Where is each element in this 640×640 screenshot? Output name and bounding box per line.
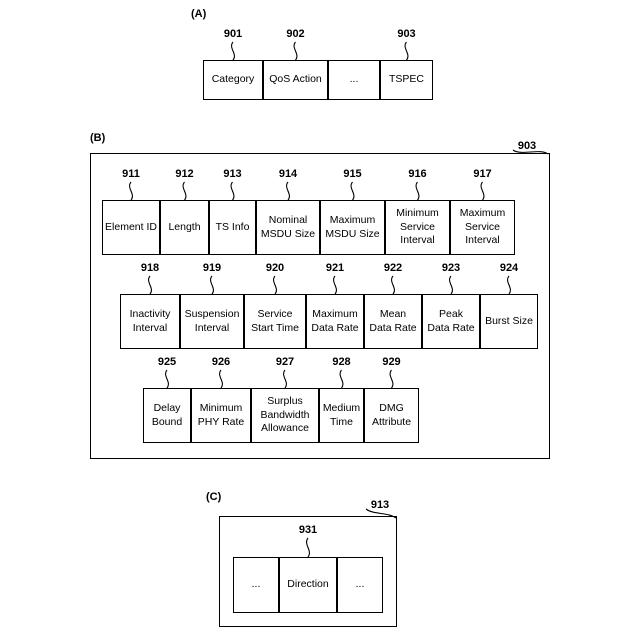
field-ref-number: 914	[279, 169, 297, 180]
field-box: Delay Bound	[143, 388, 191, 443]
field-ref-number: 918	[141, 263, 159, 274]
leader-line	[405, 42, 408, 60]
field-ref-number: 926	[212, 357, 230, 368]
field-box: Maximum Data Rate	[306, 294, 364, 349]
leader-line	[307, 538, 310, 557]
field-box: TS Info	[209, 200, 256, 255]
field-ref-number: 928	[332, 357, 350, 368]
field-box: Minimum PHY Rate	[191, 388, 251, 443]
leader-line	[294, 42, 297, 60]
field-box: Maximum Service Interval	[450, 200, 515, 255]
field-ref-number: 919	[203, 263, 221, 274]
field-box: Inactivity Interval	[120, 294, 180, 349]
field-box: Medium Time	[319, 388, 364, 443]
leader-line	[166, 370, 169, 388]
field-box: Suspension Interval	[180, 294, 244, 349]
leader-line	[334, 276, 337, 294]
field-ref-number: 911	[122, 169, 140, 180]
field-ref-number: 916	[408, 169, 426, 180]
leader-line	[274, 276, 277, 294]
frame-leader-line	[513, 150, 548, 154]
leader-line	[481, 182, 484, 200]
field-box: Category	[203, 60, 263, 100]
field-ref-number: 927	[276, 357, 294, 368]
field-box: ...	[337, 557, 383, 613]
leader-line	[149, 276, 152, 294]
field-box: Service Start Time	[244, 294, 306, 349]
leader-line	[130, 182, 133, 200]
leader-line	[211, 276, 214, 294]
field-ref-number: 920	[266, 263, 284, 274]
field-ref-number: 929	[382, 357, 400, 368]
field-box: Surplus Bandwidth Allowance	[251, 388, 319, 443]
field-ref-number: 903	[397, 29, 415, 40]
leader-line	[340, 370, 343, 388]
field-ref-number: 913	[223, 169, 241, 180]
field-ref-number: 923	[442, 263, 460, 274]
leader-line	[183, 182, 186, 200]
field-ref-number: 922	[384, 263, 402, 274]
leader-line	[450, 276, 453, 294]
field-ref-number: 921	[326, 263, 344, 274]
field-box: Burst Size	[480, 294, 538, 349]
field-ref-number: 931	[299, 525, 317, 536]
field-ref-number: 924	[500, 263, 518, 274]
field-box: ...	[233, 557, 279, 613]
field-box: Mean Data Rate	[364, 294, 422, 349]
field-box: Maximum MSDU Size	[320, 200, 385, 255]
field-ref-number: 925	[158, 357, 176, 368]
leader-line	[231, 182, 234, 200]
leader-line	[284, 370, 287, 388]
field-box: TSPEC	[380, 60, 433, 100]
field-box: Minimum Service Interval	[385, 200, 450, 255]
field-box: Length	[160, 200, 209, 255]
field-box: ...	[328, 60, 380, 100]
field-box: Element ID	[102, 200, 160, 255]
leader-line	[392, 276, 395, 294]
field-box: Direction	[279, 557, 337, 613]
field-ref-number: 912	[175, 169, 193, 180]
field-box: QoS Action	[263, 60, 328, 100]
leader-line	[508, 276, 511, 294]
field-box: DMG Attribute	[364, 388, 419, 443]
field-box: Nominal MSDU Size	[256, 200, 320, 255]
leader-line	[232, 42, 235, 60]
field-ref-number: 902	[286, 29, 304, 40]
leader-line	[416, 182, 419, 200]
leader-line	[390, 370, 393, 388]
field-ref-number: 901	[224, 29, 242, 40]
leader-line	[220, 370, 223, 388]
leader-line	[351, 182, 354, 200]
frame-leader-line	[366, 509, 396, 518]
field-box: Peak Data Rate	[422, 294, 480, 349]
field-ref-number: 915	[343, 169, 361, 180]
leader-line	[287, 182, 290, 200]
field-ref-number: 917	[473, 169, 491, 180]
